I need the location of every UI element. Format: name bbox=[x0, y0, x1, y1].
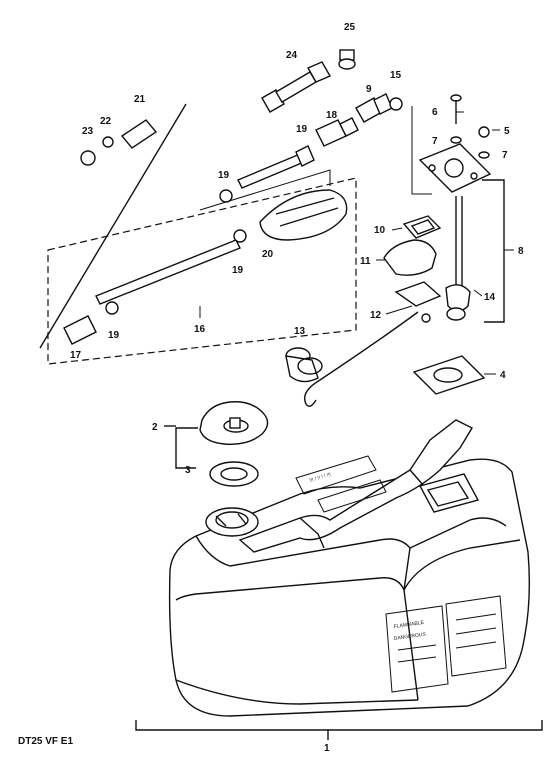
callout-19-d: 19 bbox=[108, 330, 120, 341]
washer-22 bbox=[102, 136, 114, 148]
gauge-assembly bbox=[418, 143, 492, 321]
callout-11: 11 bbox=[360, 256, 371, 267]
callout-19-a: 19 bbox=[296, 124, 308, 135]
callout-21: 21 bbox=[134, 94, 146, 105]
callout-2: 2 bbox=[152, 422, 158, 433]
callout-5: 5 bbox=[504, 126, 510, 137]
washer-7-left bbox=[450, 136, 462, 144]
callout-17: 17 bbox=[70, 350, 82, 361]
screw-5 bbox=[478, 126, 490, 138]
callout-8: 8 bbox=[518, 246, 524, 257]
connector-9 bbox=[355, 93, 393, 123]
callout-19-b: 19 bbox=[218, 170, 230, 181]
callout-4: 4 bbox=[500, 370, 506, 381]
washer-15 bbox=[389, 97, 403, 111]
fuel-tank: !!! ! !! ! ! !!! FLAMMABLE DANGEROUS bbox=[168, 419, 531, 717]
callout-6: 6 bbox=[432, 107, 438, 118]
nut-23 bbox=[80, 150, 96, 166]
callout-23: 23 bbox=[82, 126, 94, 137]
diagram-caption: DT25 VF E1 bbox=[18, 736, 73, 747]
tank-label-line-2: DANGEROUS bbox=[393, 631, 426, 642]
connector-18 bbox=[315, 117, 359, 147]
gasket-4 bbox=[412, 355, 486, 395]
fuel-line-assembly bbox=[47, 145, 357, 365]
connector-25 bbox=[338, 49, 356, 70]
callout-24: 24 bbox=[286, 50, 298, 61]
callout-bracket-1 bbox=[135, 720, 543, 740]
clip-12 bbox=[394, 281, 442, 323]
callout-15: 15 bbox=[390, 70, 402, 81]
callout-25: 25 bbox=[344, 22, 356, 33]
callout-9: 9 bbox=[366, 84, 372, 95]
callout-20: 20 bbox=[262, 249, 274, 260]
callout-22: 22 bbox=[100, 116, 112, 127]
callout-7-left: 7 bbox=[432, 136, 438, 147]
callout-19-c: 19 bbox=[232, 265, 244, 276]
cover-11 bbox=[383, 239, 437, 276]
filler-cap bbox=[199, 401, 269, 445]
washer-7-right bbox=[478, 151, 490, 159]
callout-14: 14 bbox=[484, 292, 496, 303]
gasket-10 bbox=[402, 215, 442, 239]
callout-1: 1 bbox=[324, 743, 330, 754]
connector-24 bbox=[261, 61, 331, 113]
tank-label-line-1: FLAMMABLE bbox=[393, 620, 424, 630]
cap-gasket bbox=[209, 461, 259, 487]
callout-13: 13 bbox=[294, 326, 306, 337]
callout-3: 3 bbox=[185, 465, 191, 476]
filter-13 bbox=[285, 347, 323, 383]
connector-21 bbox=[120, 119, 158, 149]
callout-18: 18 bbox=[326, 110, 338, 121]
callout-10: 10 bbox=[374, 225, 386, 236]
callout-12: 12 bbox=[370, 310, 382, 321]
callout-16: 16 bbox=[194, 324, 206, 335]
callout-7-right: 7 bbox=[502, 150, 508, 161]
